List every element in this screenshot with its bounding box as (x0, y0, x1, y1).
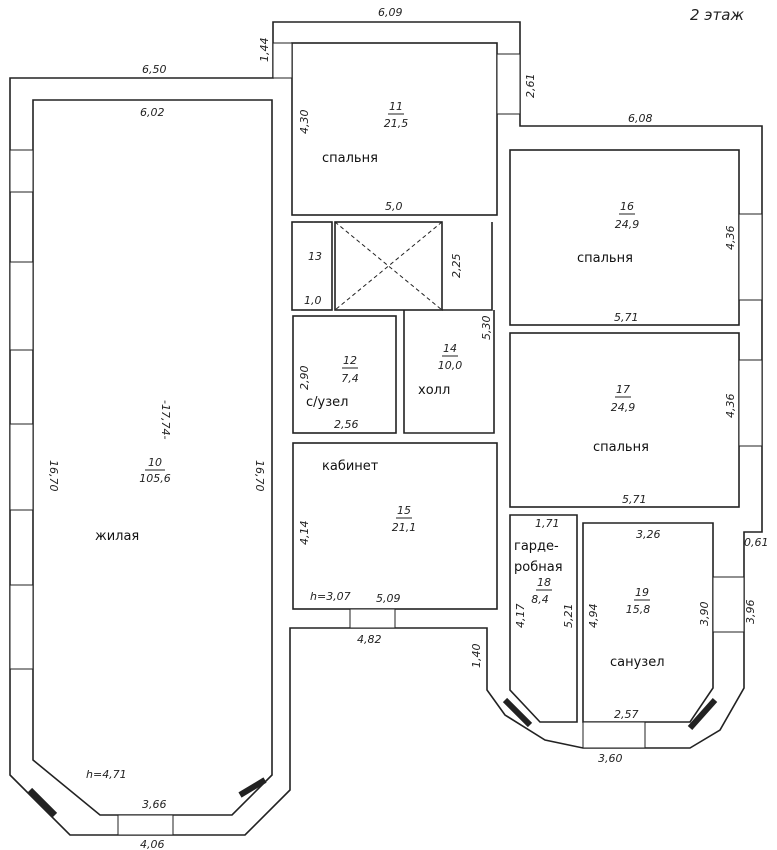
room-area: 10,0 (438, 359, 463, 372)
dimension-label: 2,90 (298, 366, 311, 391)
dimension-label: 5,21 (562, 604, 575, 629)
room-name-line2: робная (514, 560, 563, 575)
room-19-walls (582, 522, 714, 723)
room-18: гарде- робная 18 8,4 (514, 539, 563, 606)
dimension-label: 4,14 (298, 521, 311, 546)
room-number: 15 (397, 504, 411, 517)
dimension-label: 2,57 (614, 708, 639, 721)
room-14: 14 10,0 холл (418, 342, 462, 398)
room-13-number: 13 (308, 250, 322, 263)
dimension-label: 3,90 (698, 602, 711, 627)
room-17: 17 24,9 спальня (593, 383, 649, 455)
room-name: жилая (95, 529, 139, 544)
dimension-label: 2,25 (450, 254, 463, 279)
dimension-label: -17,74- (159, 400, 172, 439)
dimension-label: 5,71 (622, 493, 647, 506)
room-number: 11 (389, 100, 403, 113)
dimension-label: 4,82 (357, 633, 382, 646)
room-area: 15,8 (626, 603, 651, 616)
dimension-label: 3,66 (142, 798, 167, 811)
room-name: спальня (593, 440, 649, 455)
room-10: 10 105,6 жилая h=4,71 (86, 456, 171, 781)
dimension-label: 2,61 (524, 74, 537, 99)
room-name: кабинет (322, 459, 379, 474)
dimension-label: 16,70 (253, 460, 266, 492)
room-name: с/узел (306, 395, 348, 410)
room-name: санузел (610, 655, 665, 670)
void-cross (334, 221, 443, 311)
room-10-walls (32, 99, 273, 816)
room-area: 105,6 (139, 472, 171, 485)
dimension-label: 5,0 (385, 200, 403, 213)
outer-wall (9, 21, 763, 836)
dimension-label: 16,70 (47, 460, 60, 492)
room-number: 14 (443, 342, 457, 355)
dimension-label: 3,60 (598, 752, 623, 765)
room-16: 16 24,9 спальня (577, 200, 639, 266)
dimension-label: 0,61 (744, 536, 769, 549)
room-18-walls (509, 514, 578, 723)
room-14-walls (403, 222, 495, 434)
room-11-walls (291, 42, 498, 216)
room-number: 17 (616, 383, 630, 396)
room-17-walls (509, 332, 740, 508)
dimension-label: 4,36 (724, 394, 737, 419)
room-number: 12 (343, 354, 357, 367)
room-16-walls (509, 149, 740, 326)
room-area: 21,5 (384, 117, 409, 130)
room-height: h=4,71 (86, 768, 127, 781)
room-12: 12 7,4 с/узел (306, 354, 359, 410)
room-15: 15 21,1 кабинет h=3,07 (310, 459, 416, 603)
room-area: 24,9 (611, 401, 636, 414)
dimension-label: 5,09 (376, 592, 401, 605)
room-11: 11 21,5 спальня (322, 100, 408, 166)
room-19: 19 15,8 санузел (610, 586, 665, 670)
room-name: спальня (322, 151, 378, 166)
room-area: 8,4 (531, 593, 549, 606)
room-number: 16 (620, 200, 634, 213)
dimension-label: 4,30 (298, 110, 311, 135)
dimension-label: 6,09 (378, 6, 403, 19)
dimension-label: 1,0 (304, 294, 322, 307)
dimension-label: 4,06 (140, 838, 165, 850)
dimension-label: 1,44 (258, 38, 271, 63)
dimension-label: 6,08 (628, 112, 653, 125)
room-13-walls (291, 221, 333, 311)
room-height: h=3,07 (310, 590, 351, 603)
room-number: 18 (537, 576, 551, 589)
dimension-label: 5,30 (480, 316, 493, 341)
floor-label: 2 этаж (690, 6, 744, 24)
dimension-label: 4,36 (724, 226, 737, 251)
room-name-line1: гарде- (514, 539, 559, 554)
dimension-label: 3,26 (636, 528, 661, 541)
void-cross (334, 221, 443, 311)
dimension-label: 1,71 (535, 517, 560, 530)
room-12-walls (292, 315, 397, 434)
dimension-label: 4,94 (587, 604, 600, 629)
dimension-label: 5,71 (614, 311, 639, 324)
room-number: 19 (635, 586, 649, 599)
windows (9, 42, 763, 836)
dimension-label: 6,50 (142, 63, 167, 76)
room-number: 10 (148, 456, 162, 469)
dimension-label: 1,40 (470, 644, 483, 669)
room-area: 21,1 (392, 521, 417, 534)
stair-void (334, 221, 443, 311)
room-area: 7,4 (341, 372, 359, 385)
dimension-label: 6,02 (140, 106, 165, 119)
dimension-label: 4,17 (514, 604, 527, 629)
dimension-label: 2,56 (334, 418, 359, 431)
dimensions: 6,09 1,44 6,50 6,02 2,61 6,08 4,30 5,0 4… (47, 6, 769, 850)
room-name: спальня (577, 251, 633, 266)
dimension-label: 3,96 (744, 600, 757, 625)
room-name: холл (418, 383, 450, 398)
room-area: 24,9 (615, 218, 640, 231)
